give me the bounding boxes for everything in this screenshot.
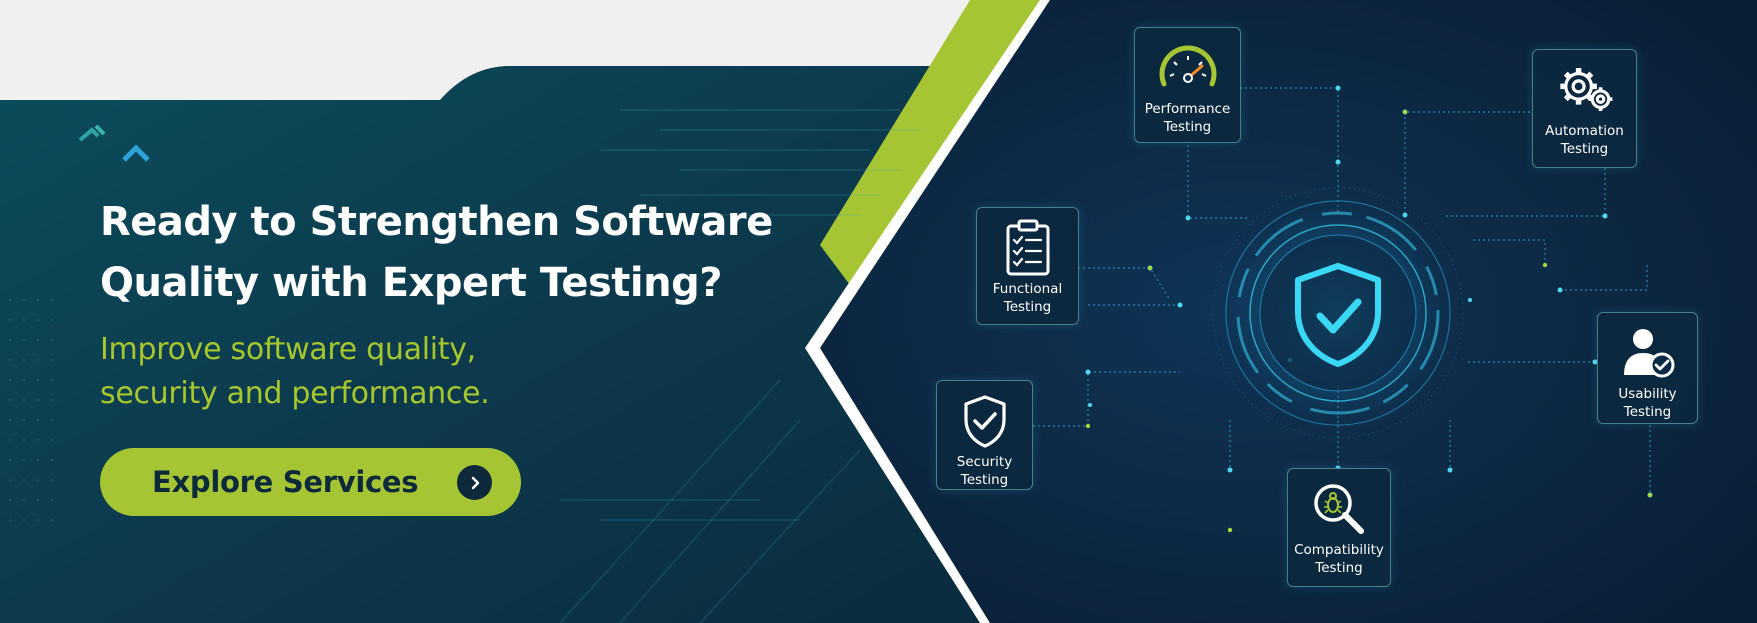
user-check-icon <box>1616 323 1680 383</box>
service-card-label: Usability Testing <box>1618 386 1677 420</box>
service-card-performance[interactable]: Performance Testing <box>1134 27 1241 143</box>
chevron-right-icon <box>457 465 492 500</box>
gears-icon <box>1553 60 1617 120</box>
service-card-security[interactable]: Security Testing <box>936 380 1033 490</box>
service-card-label: Performance Testing <box>1144 101 1231 135</box>
shield-check-icon <box>953 391 1017 451</box>
speedometer-icon <box>1156 38 1220 98</box>
service-card-usability[interactable]: Usability Testing <box>1597 312 1698 424</box>
service-card-functional[interactable]: Functional Testing <box>976 207 1079 325</box>
service-card-automation[interactable]: Automation Testing <box>1532 49 1637 168</box>
hero-headline: Ready to Strengthen Software Quality wit… <box>100 192 780 314</box>
service-card-label: Security Testing <box>956 454 1013 488</box>
cta-label: Explore Services <box>152 465 419 499</box>
service-card-label: Functional Testing <box>992 281 1063 315</box>
explore-services-button[interactable]: Explore Services <box>100 448 521 516</box>
headline-line-2: Quality with Expert Testing? <box>100 260 722 306</box>
subhead-line-1: Improve software quality, <box>100 332 476 367</box>
central-shield-check-icon <box>1295 263 1381 367</box>
service-card-label: Compatibility Testing <box>1294 542 1384 576</box>
service-card-label: Automation Testing <box>1545 123 1624 157</box>
subhead-line-2: security and performance. <box>100 376 490 411</box>
headline-line-1: Ready to Strengthen Software <box>100 199 773 245</box>
hero-text: Ready to Strengthen Software Quality wit… <box>100 192 780 416</box>
clipboard-checklist-icon <box>996 218 1060 278</box>
service-card-compatibility[interactable]: Compatibility Testing <box>1287 468 1391 587</box>
magnifier-bug-icon <box>1307 479 1371 539</box>
hero-subhead: Improve software quality, security and p… <box>100 328 620 416</box>
